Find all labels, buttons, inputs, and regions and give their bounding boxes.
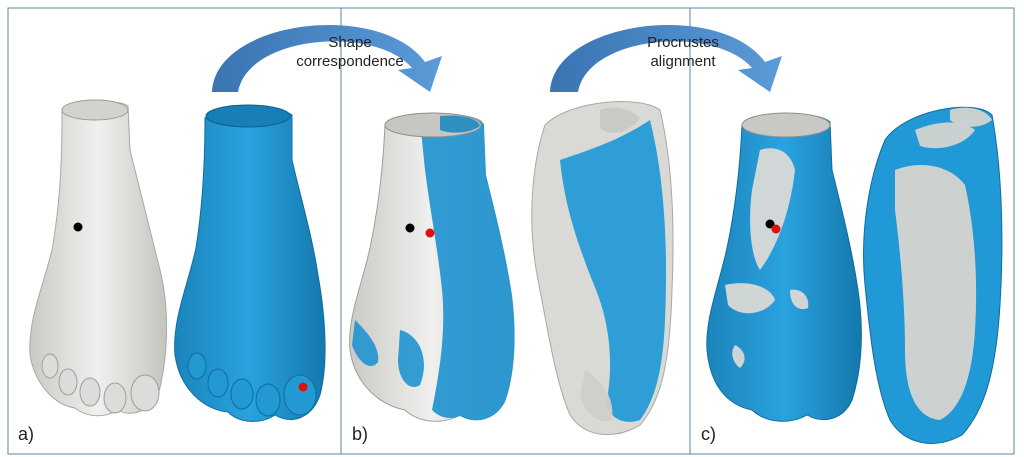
landmark-red-b: [426, 229, 435, 238]
landmark-red-a: [299, 383, 308, 392]
foot-mesh-blue-a: [175, 105, 325, 421]
foot-overlap-b: [350, 113, 515, 421]
caption-line-2: correspondence: [290, 52, 410, 71]
caption-line-1: Shape: [290, 33, 410, 52]
panel-label-c: c): [701, 424, 716, 445]
foot-overlap-c: [707, 113, 862, 421]
landmark-black-a: [74, 223, 83, 232]
caption-line-1: Procrustes: [628, 33, 738, 52]
foot-sole-c: [864, 107, 1002, 443]
landmark-red-c: [772, 225, 781, 234]
landmark-black-b: [406, 224, 415, 233]
caption-shape-correspondence: Shape correspondence: [290, 33, 410, 71]
foot-sole-b: [532, 102, 673, 435]
panel-label-a: a): [18, 424, 34, 445]
panel-label-b: b): [352, 424, 368, 445]
caption-procrustes-alignment: Procrustes alignment: [628, 33, 738, 71]
caption-line-2: alignment: [628, 52, 738, 71]
foot-mesh-gray-a: [30, 100, 167, 416]
